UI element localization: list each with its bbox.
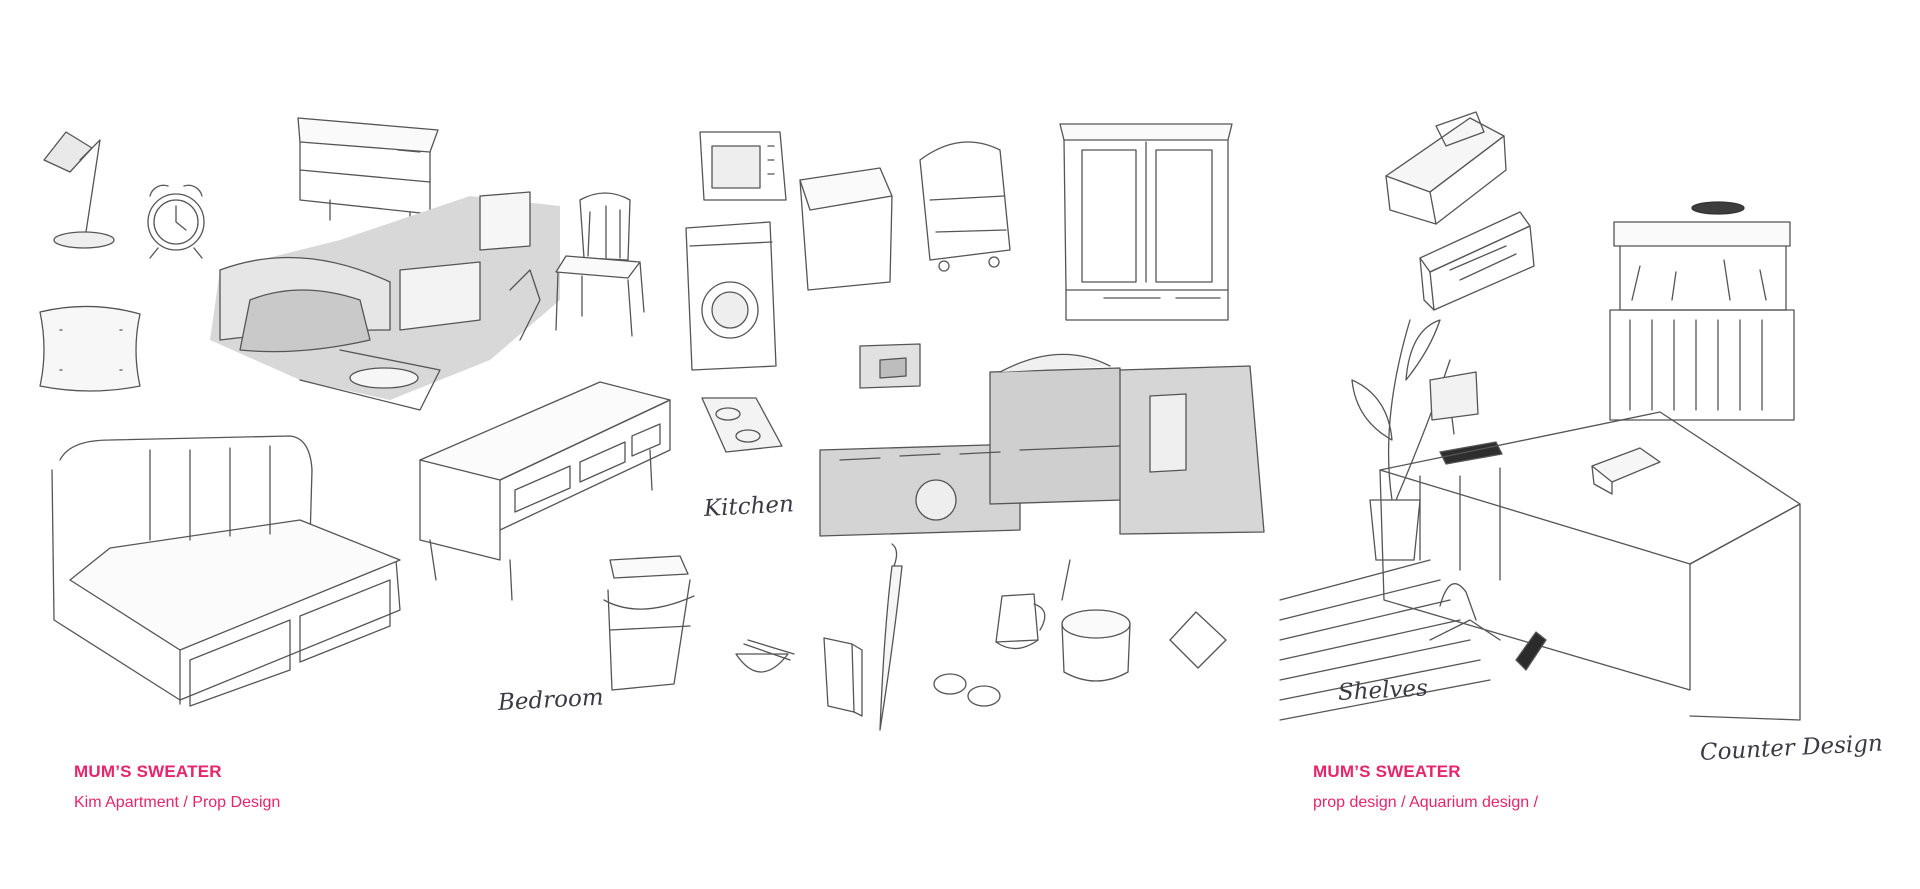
bedroom-label: Bedroom bbox=[497, 684, 605, 716]
hot-plate-icon bbox=[702, 398, 782, 452]
bowl-icon bbox=[736, 640, 794, 672]
counter-register-icon bbox=[1592, 448, 1660, 494]
computer-monitor-icon bbox=[1430, 372, 1502, 464]
right-caption: MUM’S SWEATER prop design / Aquarium des… bbox=[1313, 762, 1538, 812]
cash-drawer-sketch bbox=[1420, 212, 1534, 310]
project-title: MUM’S SWEATER bbox=[74, 762, 222, 781]
cash-register-icon bbox=[1386, 112, 1506, 224]
chair-sketch bbox=[556, 193, 644, 336]
left-caption: MUM’S SWEATER Kim Apartment / Prop Desig… bbox=[74, 762, 280, 812]
trash-can-icon bbox=[604, 556, 694, 690]
counter-aquarium-sketches bbox=[1280, 0, 1920, 760]
bedroom-room-scene bbox=[210, 192, 560, 410]
kettle-icon bbox=[996, 594, 1045, 649]
pillow-icon bbox=[40, 306, 140, 391]
kitchen-label: Kitchen bbox=[703, 491, 795, 522]
kitchen-scene bbox=[820, 344, 1264, 536]
wardrobe-sketch bbox=[1060, 124, 1232, 320]
umbrella-icon bbox=[880, 544, 902, 730]
microwave-icon bbox=[700, 132, 786, 200]
kim-apartment-sketches bbox=[0, 0, 1280, 760]
prop-sheet-kim-apartment: Bedroom Kitchen MUM’S SWEATER Kim Apartm… bbox=[0, 0, 1280, 812]
backpack-icon bbox=[920, 142, 1010, 271]
shelves-sketch bbox=[1280, 560, 1490, 720]
shop-counter-sketch bbox=[1380, 412, 1800, 720]
washing-machine-icon bbox=[686, 222, 776, 370]
desk-lamp-icon bbox=[44, 132, 114, 248]
shelves-label: Shelves bbox=[1337, 675, 1429, 706]
sofa-sketch bbox=[52, 436, 400, 706]
potted-plant-icon bbox=[1352, 320, 1450, 560]
mini-fridge-icon bbox=[800, 168, 892, 290]
project-subtitle: Kim Apartment / Prop Design bbox=[74, 794, 281, 811]
towel-icon bbox=[1170, 612, 1226, 668]
aquarium-sketch bbox=[1610, 202, 1794, 420]
book-icon bbox=[824, 638, 862, 716]
alarm-clock-icon bbox=[148, 185, 204, 258]
desk-sketch bbox=[420, 382, 670, 600]
project-subtitle: prop design / Aquarium design / bbox=[1313, 794, 1539, 811]
rice-cooker-icon bbox=[1062, 560, 1130, 681]
project-title: MUM’S SWEATER bbox=[1313, 762, 1461, 781]
prop-sheet-counter-aquarium: Shelves Counter Design MUM’S SWEATER pro… bbox=[1280, 0, 1920, 889]
slippers-icon bbox=[934, 674, 1000, 706]
